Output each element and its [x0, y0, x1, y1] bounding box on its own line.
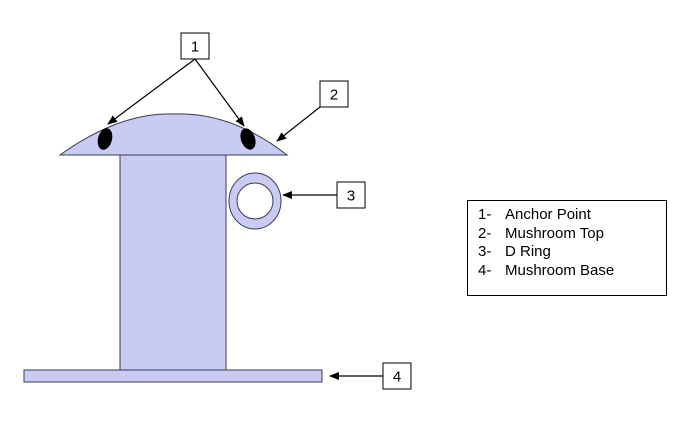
mushroom-base [23, 369, 323, 383]
legend-item: 3- D Ring [478, 243, 666, 262]
mushroom-stem [119, 154, 227, 371]
callout-box-1 [180, 32, 210, 60]
callout-label-1: 1 [191, 39, 199, 56]
legend-item: 1- Anchor Point [478, 206, 666, 225]
legend-item-number: 3- [478, 243, 492, 260]
legend-item-label: Mushroom Top [505, 224, 604, 242]
legend-box: 1- Anchor Point 2- Mushroom Top 3- D Rin… [467, 200, 667, 296]
legend-item-label: Anchor Point [505, 206, 591, 223]
legend-item: 4- Mushroom Base [478, 262, 666, 281]
legend-item-label: D Ring [505, 243, 551, 260]
callout-label-4: 4 [393, 369, 401, 386]
anchor-point-left [97, 128, 113, 150]
callout-label-3: 3 [347, 188, 355, 205]
legend-item-label: Mushroom Base [505, 261, 615, 279]
legend-item-number: 2- [478, 224, 492, 242]
legend-item: 2- Mushroom Top [478, 225, 666, 244]
callout-box-3 [336, 181, 366, 209]
callout-arrow-2 [276, 106, 321, 142]
legend-item-number: 1- [478, 206, 492, 223]
callout-box-2 [319, 80, 349, 108]
legend-item-number: 4- [478, 261, 492, 279]
d-ring [228, 172, 282, 230]
callout-arrow-1a [107, 58, 196, 125]
anchor-point-right [240, 128, 256, 150]
callout-label-2: 2 [330, 87, 338, 104]
callout-arrow-1b [194, 58, 245, 127]
